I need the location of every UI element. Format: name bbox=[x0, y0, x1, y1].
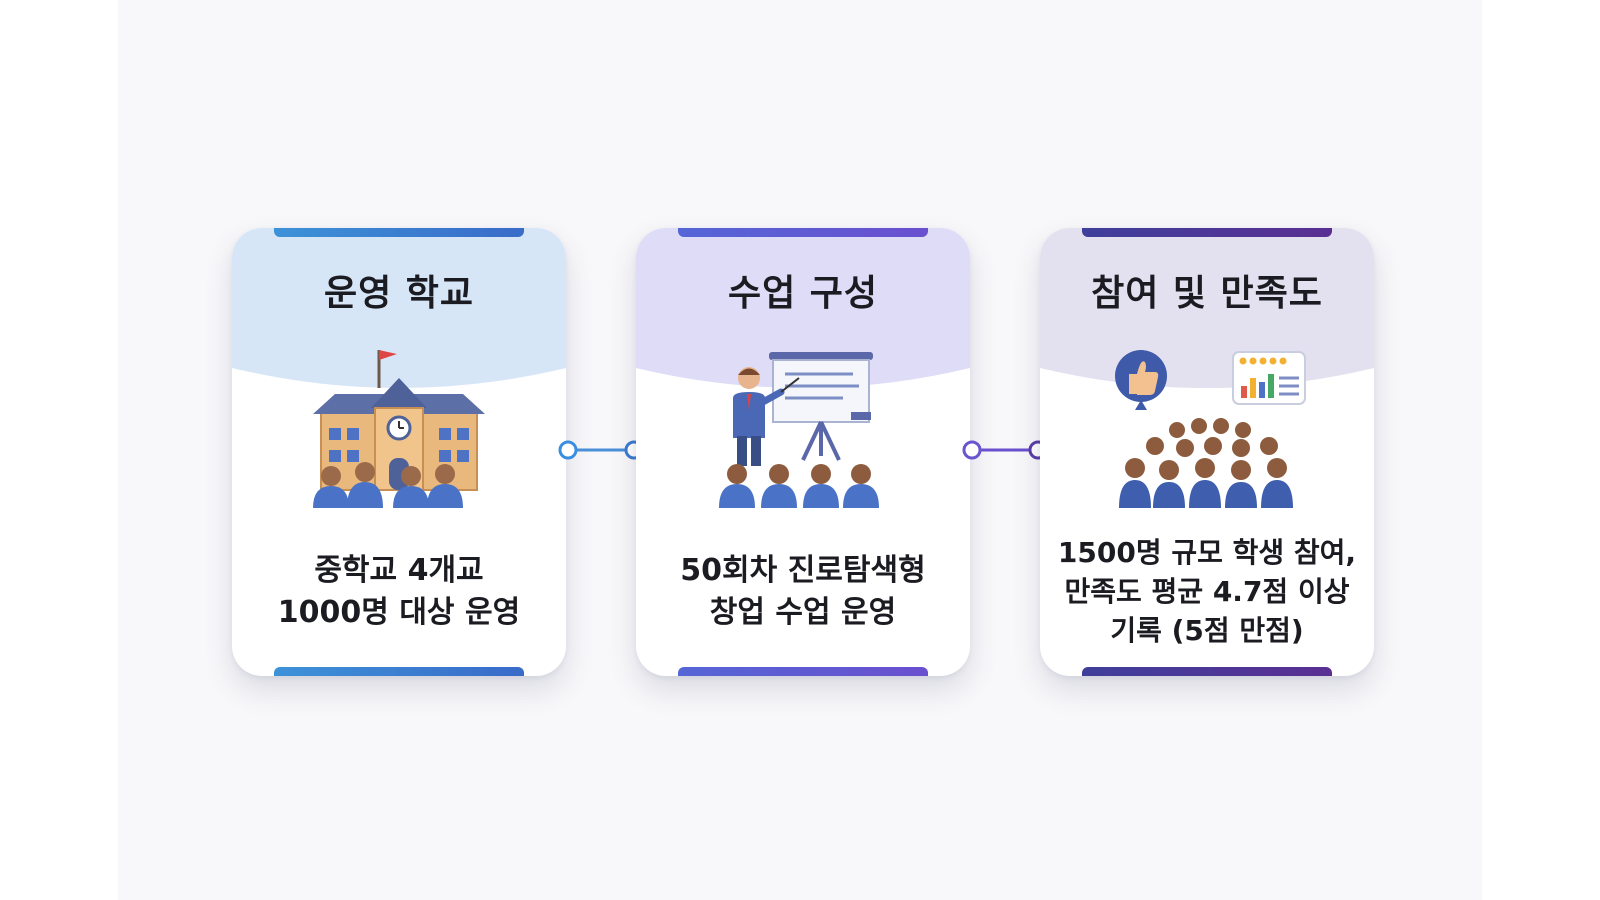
card-bottom-bar bbox=[678, 667, 928, 676]
card-title: 운영 학교 bbox=[323, 273, 474, 314]
crowd-satisfaction-icon bbox=[1115, 350, 1306, 508]
connector-link bbox=[558, 440, 644, 460]
card-participation-satisfaction: 참여 및 만족도 bbox=[1040, 228, 1374, 676]
card-title: 참여 및 만족도 bbox=[1091, 273, 1323, 314]
card-description: 1500명 규모 학생 참여, 만족도 평균 4.7점 이상 기록 (5점 만점… bbox=[1057, 536, 1357, 647]
card-bottom-bar bbox=[1082, 667, 1332, 676]
presentation-teacher-icon bbox=[719, 352, 879, 508]
card-title: 수업 구성 bbox=[727, 273, 878, 314]
card-top-bar bbox=[1082, 228, 1332, 237]
card-description: 50회차 진로탐색형 창업 수업 운영 bbox=[680, 553, 926, 630]
card-class-composition: 수업 구성 50회차 진로탐색형 창업 수업 운영 bbox=[636, 228, 970, 676]
card-operating-schools: 운영 학교 중학교 4개교 1000명 대상 운영 bbox=[232, 228, 566, 676]
card-header-wave bbox=[636, 228, 970, 388]
card-header-wave bbox=[232, 228, 566, 388]
card-bottom-bar bbox=[274, 667, 524, 676]
connector-link bbox=[962, 440, 1048, 460]
card-top-bar bbox=[678, 228, 928, 237]
school-building-icon bbox=[313, 350, 485, 508]
card-header-wave bbox=[1040, 228, 1374, 388]
card-top-bar bbox=[274, 228, 524, 237]
card-description: 중학교 4개교 1000명 대상 운영 bbox=[277, 553, 521, 630]
